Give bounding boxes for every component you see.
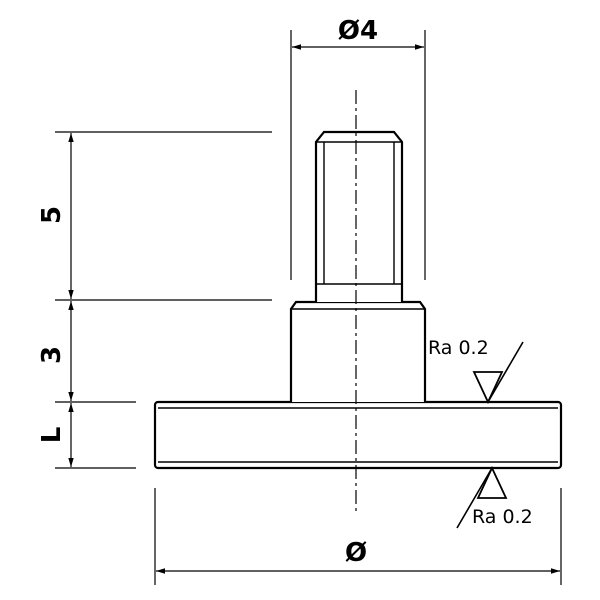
surface-finish-top-label: Ra 0.2 [428, 337, 489, 359]
shaft-diameter-label: Ø4 [338, 16, 378, 46]
surface-finish-bottom: Ra 0.2 [456, 465, 533, 529]
dimension-shaft-length: 5 [37, 131, 272, 301]
shaft-body [314, 130, 404, 302]
flange-body [153, 400, 563, 470]
surface-finish-symbol [476, 465, 508, 499]
dimension-collar-height: 3 [37, 301, 136, 403]
dimension-shaft-diameter: Ø4 [290, 16, 426, 280]
surface-finish-top: Ra 0.2 [428, 337, 524, 405]
surface-finish-leader [456, 467, 493, 529]
flange-thickness-label: L [37, 427, 67, 444]
surface-finish-bottom-label: Ra 0.2 [472, 506, 533, 528]
dimension-flange-thickness: L [37, 403, 136, 469]
dimension-flange-diameter: Ø [154, 488, 562, 585]
collar-height-label: 3 [37, 346, 67, 364]
surface-finish-leader [487, 341, 524, 403]
flange-diameter-label: Ø [345, 538, 367, 568]
collar-body [289, 300, 427, 402]
surface-finish-symbol [472, 371, 504, 405]
part-outline [153, 130, 563, 470]
shaft-length-label: 5 [37, 206, 67, 224]
